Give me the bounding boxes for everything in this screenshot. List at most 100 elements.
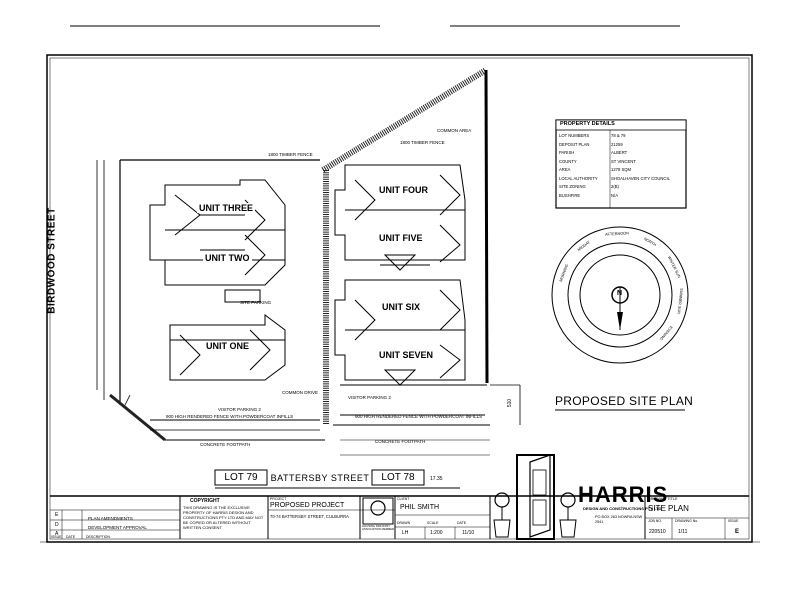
rev-d: D — [55, 522, 59, 528]
property-details-row-label: SITE ZONING — [559, 184, 586, 189]
lot-78-label: LOT 78 — [381, 472, 415, 483]
copyright-heading: COPYRIGHT — [190, 498, 220, 504]
unit-one-label: UNIT ONE — [204, 341, 252, 351]
property-details-row: PARISH ALBERT — [559, 149, 684, 158]
company-sub: DESIGN AND CONSTRUCTIONS PTY LTD — [583, 506, 662, 511]
property-details-row: DEPOSIT PLAN 21259 — [559, 141, 684, 150]
property-details-row-label: AREA — [559, 167, 571, 172]
unit-five-label: UNIT FIVE — [377, 233, 425, 243]
lot-79-label: LOT 79 — [224, 472, 258, 483]
property-details-row-label: DEPOSIT PLAN — [559, 141, 590, 147]
accredited-label: HOUSING INDUSTRY ASSOCIATION MEMBER — [362, 524, 394, 532]
visitor-parking-right-label: VISITOR PARKING 2 — [348, 395, 391, 400]
property-details-row-label: LOT NUMBERS — [559, 133, 590, 138]
property-details-row: SITE ZONING 2(B) — [559, 183, 684, 192]
common-area-label: COMMON AREA — [437, 128, 472, 133]
unit-seven-label: UNIT SEVEN — [377, 350, 436, 360]
drawn-label: DRAWN — [397, 521, 411, 525]
dwg-value: 1/11 — [678, 529, 688, 535]
project-address: 70-74 BATTERSBY STREET, CULBURRA — [270, 514, 349, 519]
compass-rose — [551, 226, 689, 364]
dim-side-label: 510 — [507, 398, 514, 408]
project-value: PROPOSED PROJECT — [270, 502, 345, 509]
property-details-row: AREA 1278 SQM — [559, 166, 684, 175]
rev-e: E — [55, 512, 59, 518]
issue-value: E — [735, 529, 740, 535]
dim-bottom-label: 17.35 — [430, 476, 443, 482]
project-label: PROJECT — [270, 497, 287, 501]
property-details-row-value: 21259 — [611, 141, 623, 147]
property-details-row-label: BUSHFIRE — [559, 192, 581, 198]
property-details-row: LOCAL AUTHORITY SHOALHAVEN CITY COUNCIL — [559, 175, 684, 184]
job-value: 220510 — [649, 529, 666, 535]
rev-header-date: DATE — [66, 535, 76, 539]
fence-bottom-right-label: 900 HIGH RENDERED FENCE WITH POWDERCOAT … — [355, 414, 483, 419]
footpath-left-label: CONCRETE FOOTPATH — [200, 442, 251, 447]
compass-ring-label: EVENING — [658, 324, 673, 341]
property-details-row-value: 2(B) — [611, 184, 619, 189]
property-details-row-value: ST VINCENT — [611, 158, 636, 164]
client-label: CLIENT — [397, 497, 410, 501]
property-details-row: LOT NUMBERS 78 & 79 — [559, 132, 684, 141]
property-details-row-label: PARISH — [559, 150, 575, 155]
building-unit-six-seven — [334, 279, 466, 386]
company-name: HARRIS — [578, 482, 669, 507]
date-label: DATE — [457, 521, 467, 525]
building-unit-four-five — [334, 164, 466, 271]
compass-ring-label: SUMMER SUN — [676, 287, 684, 315]
issue-label: ISSUE — [728, 519, 739, 523]
site-boundary — [96, 67, 521, 456]
job-label: JOB NO. — [648, 519, 663, 523]
scale-label: SCALE — [427, 521, 439, 525]
lot-79-box — [214, 469, 268, 486]
rev-a: A — [55, 531, 59, 537]
date-value: 11/10 — [462, 530, 475, 536]
rev-d-desc: PLAN AMENDMENTS — [88, 516, 133, 521]
fence-bottom-left-label: 900 HIGH RENDERED FENCE WITH POWDERCOAT … — [166, 414, 294, 419]
rev-header-desc: DESCRIPTION — [86, 535, 110, 539]
compass-north-label: N — [617, 290, 623, 297]
rev-a-desc: DEVELOPMENT APPROVAL — [88, 525, 147, 530]
common-drive-label: COMMON DRIVE — [282, 390, 318, 395]
property-details-table — [555, 119, 687, 209]
lot-78-box — [371, 469, 425, 486]
property-details-row-value: ALBERT — [611, 150, 628, 155]
company-contact: PO BOX 263 NOWRA NSW 2541 — [595, 515, 643, 524]
scale-value: 1:200 — [430, 530, 443, 536]
site-parking-label: SITE PARKING — [240, 300, 272, 305]
footpath-right-label: CONCRETE FOOTPATH — [375, 439, 426, 444]
title-block — [50, 495, 749, 539]
drawing-title-value: SITE PLAN — [648, 504, 689, 513]
copyright-text: THIS DRAWING IS THE EXCLUSIVE PROPERTY O… — [183, 505, 264, 530]
unit-four-label: UNIT FOUR — [377, 185, 430, 195]
property-details-row: COUNTY ST VINCENT — [559, 158, 684, 167]
property-details-row-label: LOCAL AUTHORITY — [559, 175, 598, 181]
property-details-row-value: 1278 SQM — [611, 167, 632, 172]
property-details-heading: PROPERTY DETAILS — [560, 121, 615, 127]
client-value: PHIL SMITH — [400, 504, 440, 511]
fence-top-left-label: 1800 TIMBER FENCE — [268, 152, 313, 157]
property-details-row-value: 78 & 79 — [611, 133, 626, 138]
unit-six-label: UNIT SIX — [380, 302, 423, 312]
drawn-value: LH — [402, 530, 409, 536]
drawing-title-label: DRAWING TITLE — [648, 497, 678, 501]
unit-two-label: UNIT TWO — [203, 253, 252, 263]
property-details-row-value: SHOALHAVEN CITY COUNCIL — [611, 175, 670, 181]
unit-three-label: UNIT THREE — [197, 203, 255, 213]
building-unit-three-two — [149, 179, 286, 303]
fence-top-right-label: 1800 TIMBER FENCE — [400, 140, 445, 145]
property-details-row-label: COUNTY — [559, 158, 577, 164]
compass-ring-label: MORNING — [558, 264, 569, 283]
street-left-label: BIRDWOOD STREET — [46, 207, 58, 314]
rev-header-issue: ISSUE — [51, 535, 62, 539]
dwg-label: DRAWING No. — [675, 519, 699, 523]
street-bottom-label: BATTERSBY STREET — [270, 473, 370, 483]
visitor-parking-left-label: VISITOR PARKING 2 — [218, 407, 261, 412]
plan-title: PROPOSED SITE PLAN — [555, 394, 694, 408]
compass-ring-label: AFTERNOON — [604, 231, 629, 237]
building-unit-one — [169, 314, 286, 381]
